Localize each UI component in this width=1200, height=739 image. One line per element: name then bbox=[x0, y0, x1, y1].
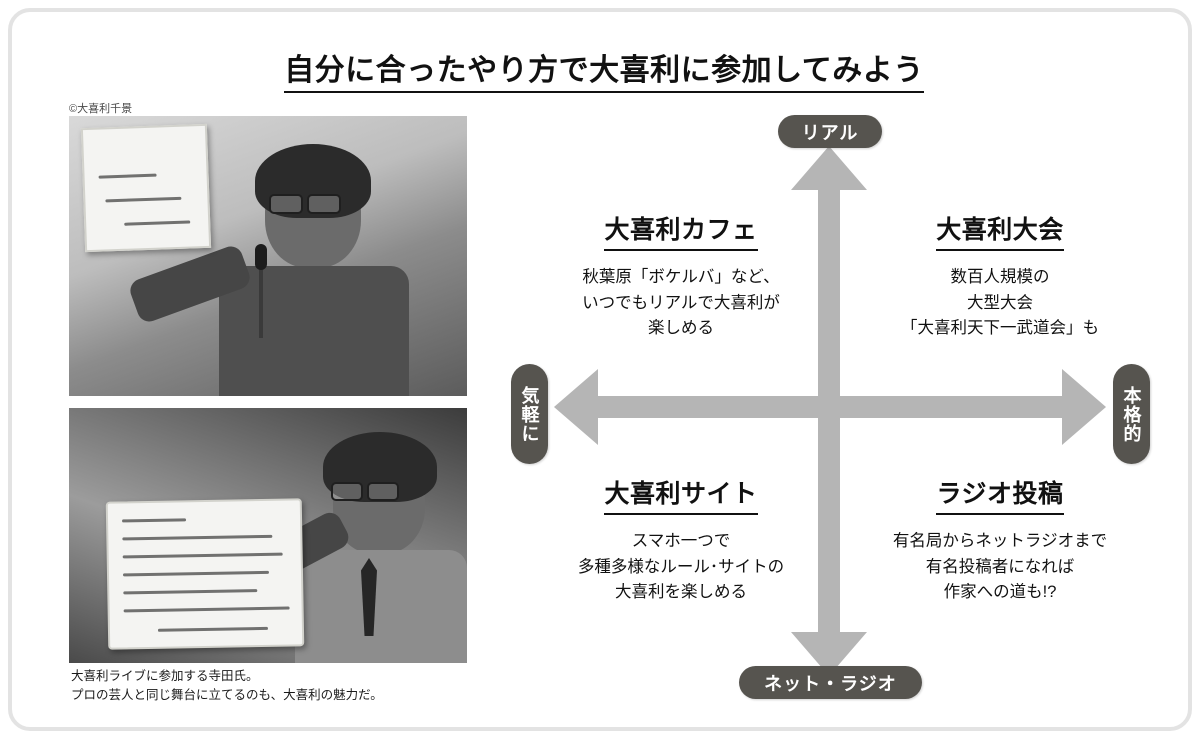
matrix-axes bbox=[554, 146, 1106, 676]
quadrant-heading-wrap: 大喜利カフェ bbox=[534, 210, 828, 251]
quadrant-heading: 大喜利サイト bbox=[604, 474, 758, 515]
person-hair-icon bbox=[323, 432, 437, 502]
axis-label-top-text: リアル bbox=[801, 122, 859, 143]
quadrant-heading-wrap: ラジオ投稿 bbox=[848, 474, 1152, 515]
quadrant-description: 数百人規模の 大型大会 「大喜利天下一武道会」も bbox=[901, 268, 1099, 338]
axis-label-left: 気軽に bbox=[511, 364, 548, 464]
glasses-icon bbox=[269, 194, 303, 214]
person-hair-icon bbox=[255, 144, 371, 218]
axis-label-right-text: 本格的 bbox=[1121, 385, 1142, 443]
quadrant-description: 秋葉原「ボケルバ」など、 いつでもリアルで大喜利が 楽しめる bbox=[582, 268, 780, 338]
necktie bbox=[361, 558, 377, 636]
photo-caption: 大喜利ライブに参加する寺田氏。 プロの芸人と同じ舞台に立てるのも、大喜利の魅力だ… bbox=[71, 669, 383, 703]
quadrant-description: 有名局からネットラジオまで 有名投稿者になれば 作家への道も!? bbox=[892, 532, 1108, 602]
photo-credit: ©大喜利千景 bbox=[69, 103, 133, 115]
microphone-icon bbox=[255, 244, 267, 270]
quadrant-heading: ラジオ投稿 bbox=[936, 474, 1064, 515]
page-title-text: 自分に合ったやり方で大喜利に参加してみよう bbox=[284, 54, 924, 93]
quadrant-description: スマホ一つで 多種多様なルール･サイトの 大喜利を楽しめる bbox=[577, 532, 785, 602]
quadrant-heading: 大喜利大会 bbox=[936, 210, 1064, 251]
axis-label-left-text: 気軽に bbox=[519, 385, 540, 443]
quadrant-heading: 大喜利カフェ bbox=[604, 210, 758, 251]
photo-man-in-suit-holding-whiteboard bbox=[69, 408, 467, 663]
axis-label-bottom: ネット・ラジオ bbox=[739, 666, 922, 699]
microphone-stem bbox=[259, 266, 263, 338]
quadrant-heading-wrap: 大喜利サイト bbox=[534, 474, 828, 515]
person-body bbox=[219, 266, 409, 396]
page-title: 自分に合ったやり方で大喜利に参加してみよう bbox=[12, 45, 1196, 93]
axis-label-bottom-text: ネット・ラジオ bbox=[764, 673, 897, 694]
photo-man-with-microphone-and-whiteboard bbox=[69, 116, 467, 396]
quadrant-top-left: 大喜利カフェ 秋葉原「ボケルバ」など、 いつでもリアルで大喜利が 楽しめる bbox=[534, 210, 828, 342]
glasses-icon bbox=[331, 482, 363, 501]
quadrant-heading-wrap: 大喜利大会 bbox=[848, 210, 1152, 251]
horizontal-axis-arrow bbox=[554, 369, 1106, 445]
glasses-icon bbox=[307, 194, 341, 214]
page-frame: 自分に合ったやり方で大喜利に参加してみよう ©大喜利千景 bbox=[8, 8, 1192, 731]
axis-label-right: 本格的 bbox=[1113, 364, 1150, 464]
positioning-matrix: リアル ネット・ラジオ 気軽に 本格的 大喜利カフェ 秋葉原「ボケルバ」など、 … bbox=[12, 12, 1196, 735]
person-body bbox=[295, 550, 467, 663]
glasses-icon bbox=[367, 482, 399, 501]
quadrant-bottom-left: 大喜利サイト スマホ一つで 多種多様なルール･サイトの 大喜利を楽しめる bbox=[534, 474, 828, 606]
quadrant-top-right: 大喜利大会 数百人規模の 大型大会 「大喜利天下一武道会」も bbox=[848, 210, 1152, 342]
axis-label-top: リアル bbox=[778, 115, 882, 148]
quadrant-bottom-right: ラジオ投稿 有名局からネットラジオまで 有名投稿者になれば 作家への道も!? bbox=[848, 474, 1152, 606]
